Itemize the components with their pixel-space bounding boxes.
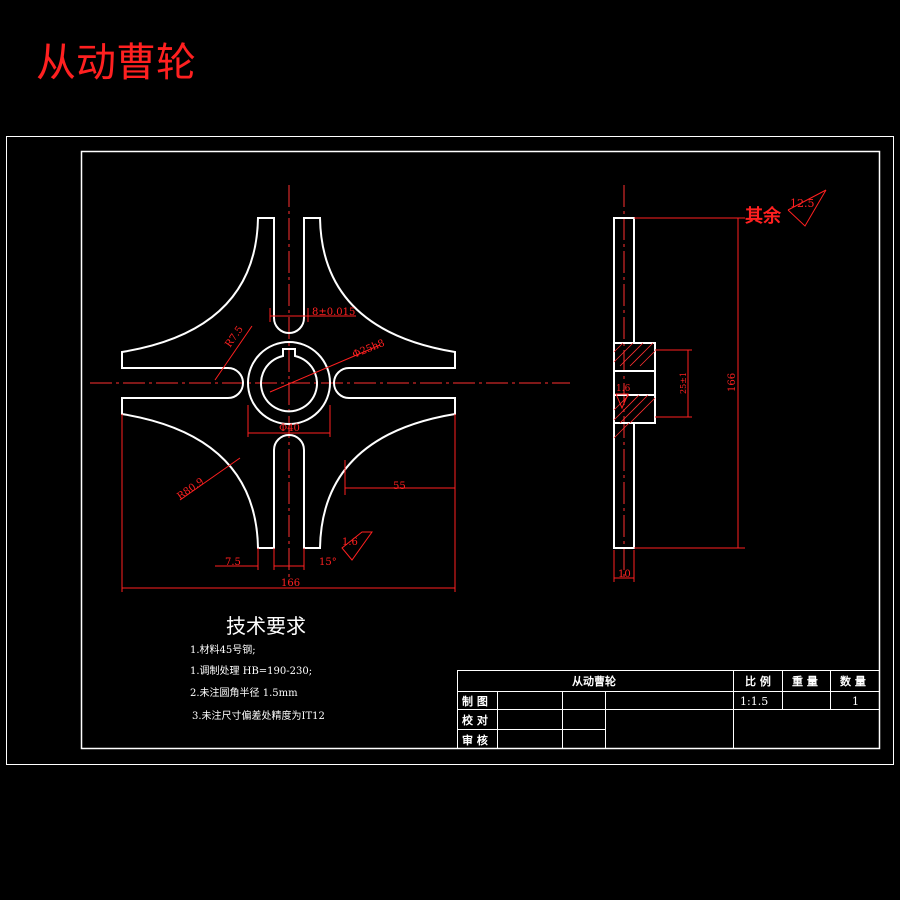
surface-finish-value: 12.5 xyxy=(790,197,815,210)
hub-height-dim: 25±1 xyxy=(679,372,688,394)
surface-finish-label: 其余 xyxy=(745,205,782,227)
title-block: 从动曹轮 比 例 重 量 数 量 1:1.5 1 制 图 校 对 审 核 xyxy=(457,670,880,749)
tech-title: 技术要求 xyxy=(226,614,306,638)
side-roughness: 1.6 xyxy=(616,384,631,394)
front-view: 8±0.015 R7.5 Φ25h8 Φ40 R80.9 55 7.5 15° … xyxy=(90,185,570,592)
page-title: 从动曹轮 xyxy=(36,40,196,86)
dim-55: 55 xyxy=(393,481,406,492)
thickness-dim: 10 xyxy=(618,569,631,580)
keyed-bore xyxy=(260,348,318,413)
qty-value: 1 xyxy=(852,695,859,708)
side-view: 166 25±1 10 1.6 xyxy=(613,185,745,582)
outer-frame xyxy=(6,136,894,765)
hub-circle xyxy=(247,341,331,425)
width-166-dim: 166 xyxy=(281,578,300,589)
row-drawn: 制 图 xyxy=(462,694,488,708)
tech-item: 3.未注尺寸偏差处精度为IT12 xyxy=(192,709,325,722)
side-outline xyxy=(613,217,656,549)
tech-item: 2.未注圆角半径 1.5mm xyxy=(190,686,298,699)
tech-requirements: 技术要求 1.材料45号钢; 1.调制处理 HB=190-230; 2.未注圆角… xyxy=(190,614,325,722)
slot-width-dim: 8±0.015 xyxy=(312,307,355,318)
row-checked: 校 对 xyxy=(462,713,488,727)
side-height-dim: 166 xyxy=(727,373,738,392)
bore-dia-dim: Φ25h8 xyxy=(351,338,386,361)
roughness-symbol xyxy=(787,189,827,227)
tech-item: 1.调制处理 HB=190-230; xyxy=(190,664,312,677)
front-dimension-lines xyxy=(121,308,456,592)
dim-7-5: 7.5 xyxy=(225,557,241,568)
wheel-outline xyxy=(121,217,456,549)
angle-dim: 15° xyxy=(319,557,337,568)
side-dimension-texts: 166 25±1 10 1.6 xyxy=(616,372,738,580)
front-roughness: 1.6 xyxy=(342,537,358,548)
qty-label: 数 量 xyxy=(840,674,866,688)
surface-finish-note: 其余 12.5 xyxy=(745,189,827,227)
hub-dia-dim: Φ40 xyxy=(279,423,300,434)
weight-label: 重 量 xyxy=(792,674,818,688)
inner-frame xyxy=(80,150,881,750)
radius-dim: R7.5 xyxy=(223,324,245,350)
arc-radius-dim: R80.9 xyxy=(175,476,206,502)
scale-value: 1:1.5 xyxy=(740,695,768,708)
scale-label: 比 例 xyxy=(745,674,771,688)
side-dimension-lines xyxy=(613,217,745,582)
tech-item: 1.材料45号钢; xyxy=(190,643,256,656)
row-approved: 审 核 xyxy=(462,733,488,747)
title-part-name: 从动曹轮 xyxy=(572,674,616,688)
